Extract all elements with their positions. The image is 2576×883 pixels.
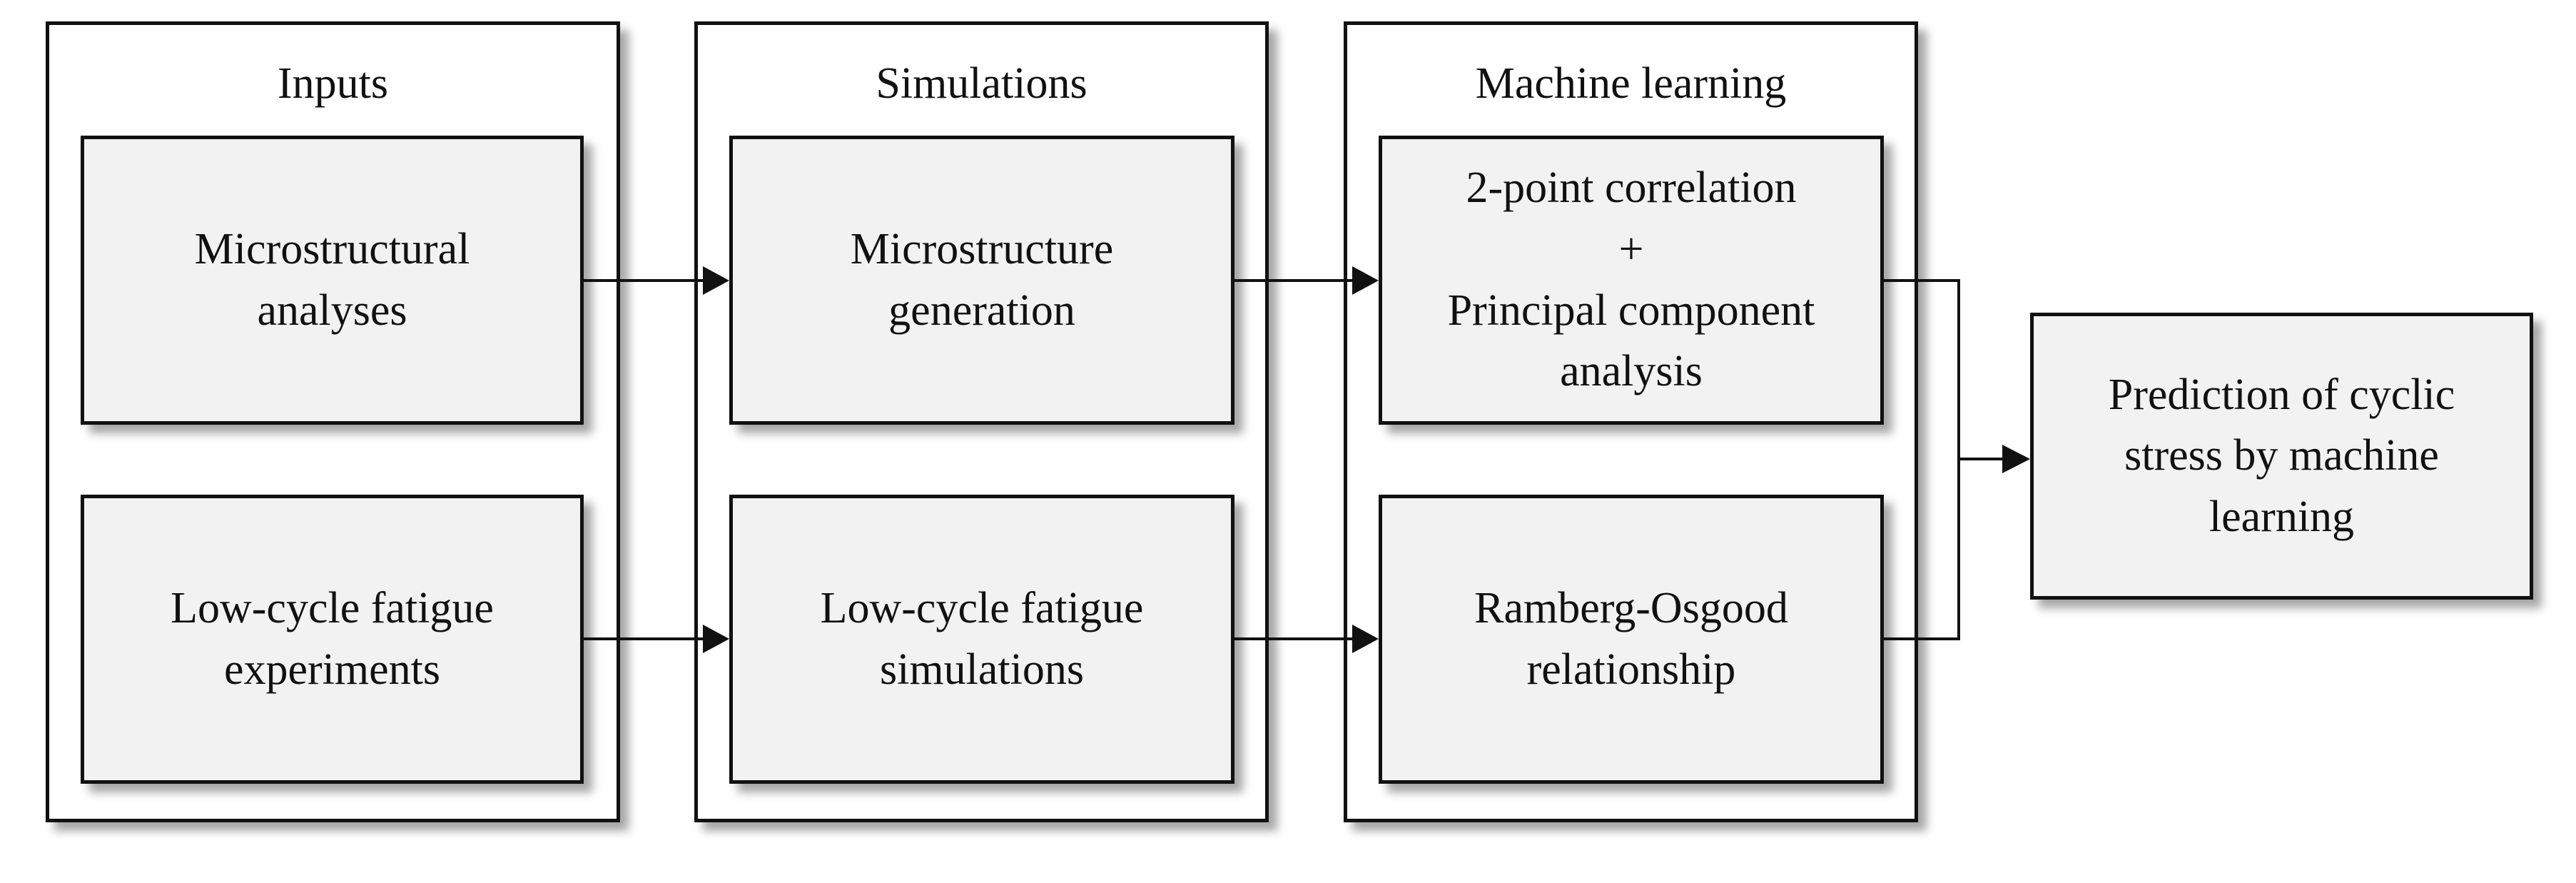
microstructure-generation-box: Microstructure generation — [729, 136, 1234, 425]
prediction-output-box: Prediction of cyclic stress by machine l… — [2030, 313, 2533, 600]
machine-learning-panel-title: Machine learning — [1475, 59, 1787, 108]
simulations-panel-title: Simulations — [876, 59, 1087, 108]
microstructural-analyses-box: Microstructural analyses — [81, 136, 584, 425]
two-point-correlation-pca-box: 2-point correlation + Principal componen… — [1379, 136, 1884, 425]
ramberg-osgood-box: Ramberg-Osgood relationship — [1379, 495, 1884, 784]
low-cycle-fatigue-experiments-box: Low-cycle fatigue experiments — [81, 495, 584, 784]
low-cycle-fatigue-simulations-box: Low-cycle fatigue simulations — [729, 495, 1234, 784]
inputs-panel-title: Inputs — [278, 59, 388, 108]
